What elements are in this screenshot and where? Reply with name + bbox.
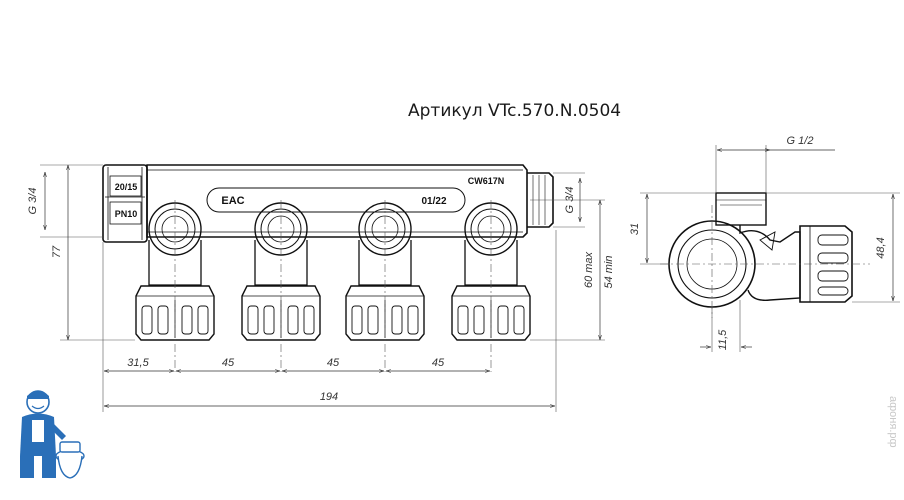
article-title: Артикул VTc.570.N.0504 <box>408 101 622 121</box>
spacing-second-label: 45 <box>222 357 235 369</box>
manifold-front-view: 20/15 PN10 EAC 01/22 CW617N <box>102 164 554 372</box>
thread-left-label: G 3/4 <box>27 188 39 215</box>
height-min-label: 54 min <box>603 255 615 288</box>
spacing-third-label: 45 <box>327 357 340 369</box>
watermark-text: афоня.рф <box>887 396 896 448</box>
manifold-side-view <box>660 192 870 318</box>
manifold-body <box>146 164 528 238</box>
spacing-fourth-label: 45 <box>432 357 445 369</box>
side-offset-label: 11,5 <box>717 329 729 350</box>
side-height-label: 31 <box>629 223 641 235</box>
female-end-nut <box>102 164 148 243</box>
body-label-plate <box>206 187 466 213</box>
eac-mark: EAC <box>221 195 244 207</box>
side-dimensions: G 1/2 31 48,4 11,5 <box>629 135 900 352</box>
side-thread-label: G 1/2 <box>787 135 814 147</box>
length-total-label: 194 <box>320 391 338 403</box>
material-mark: CW617N <box>468 176 505 186</box>
height-total-label: 77 <box>51 245 63 258</box>
height-max-label: 60 max <box>583 251 595 288</box>
plumber-logo-icon <box>20 390 85 479</box>
side-total-label: 48,4 <box>875 237 887 258</box>
spacing-first-label: 31,5 <box>127 357 149 369</box>
front-dimensions: G 3/4 77 G 3/4 60 max 54 min 31,5 45 45 … <box>27 164 615 412</box>
pn-mark-plate <box>109 201 142 225</box>
date-mark: 01/22 <box>421 196 446 207</box>
pn-mark: PN10 <box>115 209 138 219</box>
watermark: афоня.рф <box>887 396 896 448</box>
size-mark-plate <box>109 175 142 197</box>
size-mark: 20/15 <box>115 182 138 192</box>
